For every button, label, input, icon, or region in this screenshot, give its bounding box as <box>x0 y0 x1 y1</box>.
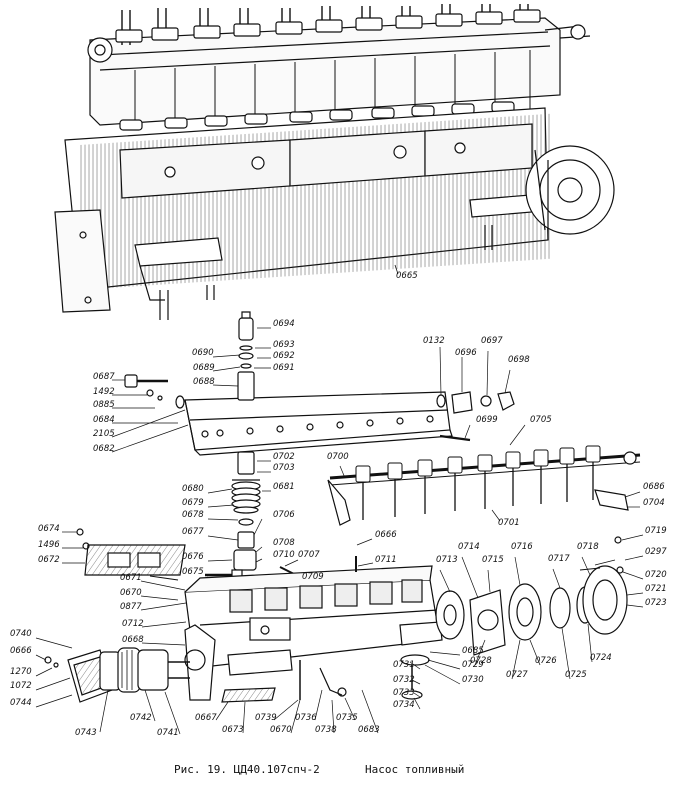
part-callout: 0691 <box>273 363 295 373</box>
part-callout: 0706 <box>273 510 295 520</box>
lower-housing <box>140 538 443 734</box>
part-callout: 0713 <box>436 555 458 565</box>
assembled-pump <box>54 4 615 320</box>
part-callout: 0687 <box>93 372 115 382</box>
part-callout: 0688 <box>193 377 215 387</box>
part-callout: 0740 <box>10 629 32 639</box>
part-callout: 0877 <box>120 602 142 612</box>
rocker-shaft <box>327 445 641 526</box>
part-callout: 0690 <box>192 348 214 358</box>
part-callout: 0707 <box>298 550 320 560</box>
part-callout: 0665 <box>396 271 418 281</box>
plunger-assembly <box>204 451 303 582</box>
part-callout: 0736 <box>295 713 317 723</box>
part-callout: 0684 <box>93 415 115 425</box>
part-callout: 0677 <box>182 527 204 537</box>
figure-number: Рис. 19. ЦД40.107спч-2 <box>174 763 320 776</box>
part-callout: 0711 <box>375 555 397 565</box>
part-callout: 0709 <box>302 572 324 582</box>
part-callout: 2105 <box>93 429 115 439</box>
part-callout: 0682 <box>93 444 115 454</box>
part-callout: 0728 <box>470 656 492 666</box>
part-callout: 0692 <box>273 351 295 361</box>
part-callout: 0672 <box>38 555 60 565</box>
part-callout: 0674 <box>38 524 60 534</box>
part-callout: 0693 <box>273 340 295 350</box>
part-callout: 0726 <box>535 656 557 666</box>
part-callout: 0668 <box>122 635 144 645</box>
part-callout: 0670 <box>120 588 142 598</box>
cover-plate <box>62 528 186 576</box>
part-callout: 0671 <box>120 573 142 583</box>
part-callout: 0725 <box>565 670 587 680</box>
part-callout: 1496 <box>38 540 60 550</box>
part-callout: 0721 <box>645 584 667 594</box>
part-callout: 0732 <box>393 675 415 685</box>
part-callout: 0710 <box>273 550 295 560</box>
part-callout: 0694 <box>273 319 295 329</box>
part-callout: 0885 <box>93 400 115 410</box>
part-callout: 0679 <box>182 498 204 508</box>
part-callout: 0704 <box>643 498 665 508</box>
part-callout: 0735 <box>336 713 358 723</box>
part-callout: 0714 <box>458 542 480 552</box>
part-callout: 0733 <box>393 688 415 698</box>
part-callout: 0744 <box>10 698 32 708</box>
part-callout: 0686 <box>643 482 665 492</box>
part-callout: 0666 <box>375 530 397 540</box>
part-callout: 0676 <box>182 552 204 562</box>
drive-coupling <box>35 637 190 735</box>
part-callout: 0739 <box>255 713 277 723</box>
part-callout: 0673 <box>222 725 244 735</box>
part-callout: 0705 <box>530 415 552 425</box>
part-callout: 0675 <box>182 567 204 577</box>
part-callout: 0132 <box>423 336 445 346</box>
part-callout: 0712 <box>122 619 144 629</box>
part-callout: 0666 <box>10 646 32 656</box>
part-callout: 1072 <box>10 681 32 691</box>
part-callout: 0731 <box>393 660 415 670</box>
part-callout: 0743 <box>75 728 97 738</box>
part-callout: 1270 <box>10 667 32 677</box>
part-callout: 0717 <box>548 554 570 564</box>
valve-head-block <box>111 311 526 456</box>
part-callout: 0708 <box>273 538 295 548</box>
part-callout: 0696 <box>455 348 477 358</box>
part-callout: 0685 <box>462 646 484 656</box>
part-callout: 0681 <box>273 482 295 492</box>
part-callout: 0683 <box>358 725 380 735</box>
part-callout: 0730 <box>462 675 484 685</box>
part-callout: 0729 <box>462 660 484 670</box>
part-callout: 0738 <box>315 725 337 735</box>
part-callout: 0734 <box>393 700 415 710</box>
part-callout: 0670 <box>270 725 292 735</box>
part-callout: 0727 <box>506 670 528 680</box>
part-callout: 0723 <box>645 598 667 608</box>
part-callout: 0715 <box>482 555 504 565</box>
part-callout: 0742 <box>130 713 152 723</box>
part-callout: 0716 <box>511 542 533 552</box>
part-callout: 0699 <box>476 415 498 425</box>
figure-title: Насос топливный <box>365 763 465 776</box>
part-callout: 0297 <box>645 547 667 557</box>
right-gear-stack <box>400 534 644 710</box>
part-callout: 0720 <box>645 570 667 580</box>
part-callout: 0741 <box>157 728 179 738</box>
part-callout: 0703 <box>273 463 295 473</box>
part-callout: 0702 <box>273 452 295 462</box>
part-callout: 0697 <box>481 336 503 346</box>
part-callout: 1492 <box>93 387 115 397</box>
part-callout: 0718 <box>577 542 599 552</box>
part-callout: 0698 <box>508 355 530 365</box>
part-callout: 0689 <box>193 363 215 373</box>
part-callout: 0724 <box>590 653 612 663</box>
part-callout: 0700 <box>327 452 349 462</box>
part-callout: 0701 <box>498 518 520 528</box>
part-callout: 0680 <box>182 484 204 494</box>
part-callout: 0667 <box>195 713 217 723</box>
part-callout: 0719 <box>645 526 667 536</box>
part-callout: 0678 <box>182 510 204 520</box>
